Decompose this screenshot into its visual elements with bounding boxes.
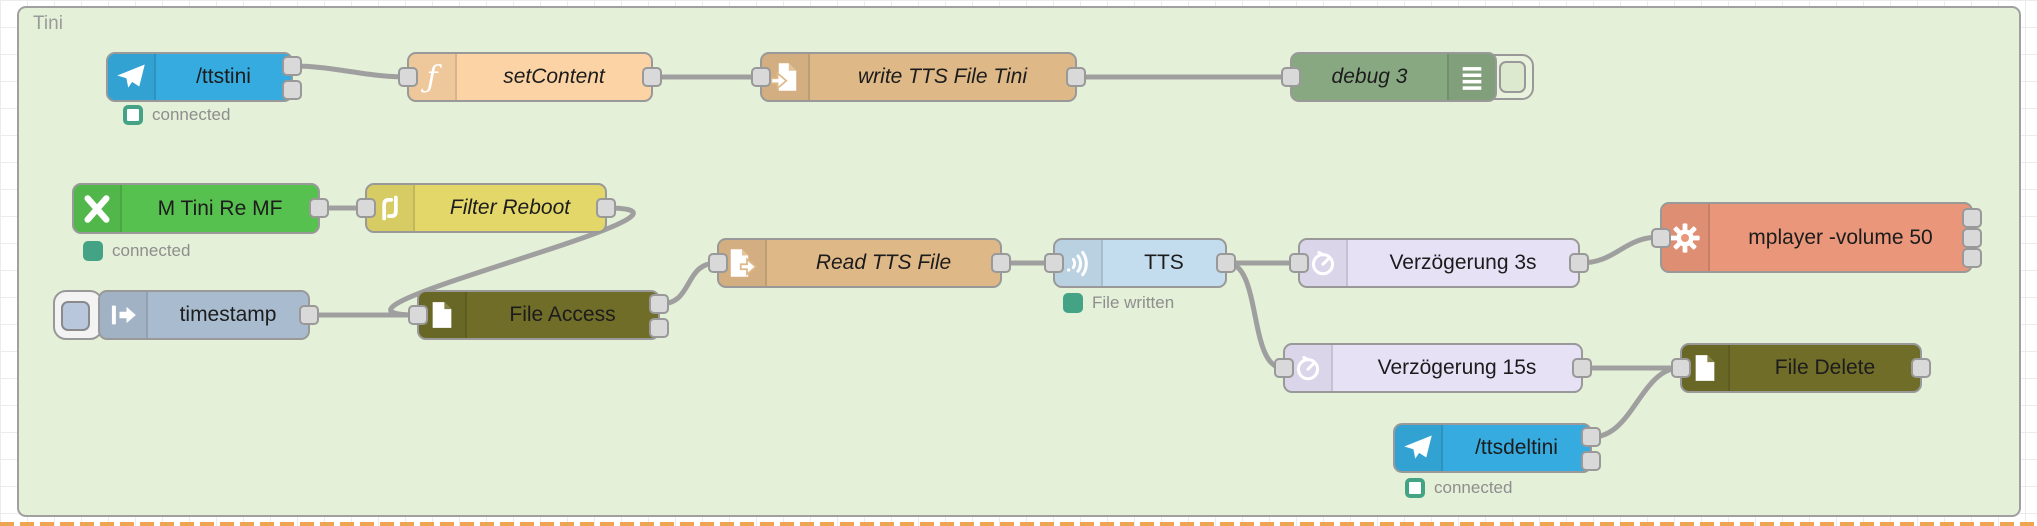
sound-waves-icon (1055, 240, 1103, 286)
status-ring-icon (123, 105, 143, 125)
output-port[interactable] (1911, 358, 1931, 378)
file-in-icon (762, 54, 810, 100)
node-ttstini[interactable]: /ttstini (106, 52, 302, 102)
status-dot-icon (1063, 293, 1083, 313)
node-label: debug 3 (1331, 65, 1408, 88)
node-label: timestamp (179, 303, 277, 326)
wire-verz3-mplayer (1577, 234, 1663, 266)
node-label: M Tini Re MF (157, 196, 283, 220)
input-port[interactable] (1289, 253, 1309, 273)
node-label: mplayer -volume 50 (1748, 225, 1933, 249)
wire-ttstini-setcontent (290, 63, 410, 80)
node-file-access[interactable]: File Access (408, 290, 669, 340)
node-label: /ttstini (196, 65, 251, 88)
status-ttsdeltini: connected (1405, 478, 1512, 498)
wire-fileaccess-readtts (657, 260, 720, 307)
status-ring-icon (1405, 478, 1425, 498)
output-port[interactable] (1581, 427, 1601, 447)
output-port[interactable] (1962, 228, 1982, 248)
output-port[interactable] (649, 294, 669, 314)
output-port[interactable] (299, 305, 319, 325)
input-port[interactable] (1671, 358, 1691, 378)
node-label: Filter Reboot (449, 196, 571, 219)
file-out-icon (719, 240, 767, 286)
input-port[interactable] (1281, 67, 1301, 87)
input-port[interactable] (751, 67, 771, 87)
input-port[interactable] (1044, 253, 1064, 273)
node-file-delete[interactable]: File Delete (1671, 343, 1931, 393)
group-boundary-divider (0, 522, 2037, 526)
output-port[interactable] (1572, 358, 1592, 378)
node-mtini[interactable]: M Tini Re MF (72, 183, 329, 234)
node-filter-reboot[interactable]: Filter Reboot (356, 183, 616, 233)
output-port[interactable] (1962, 208, 1982, 228)
node-verzoegerung-15s[interactable]: Verzögerung 15s (1274, 343, 1592, 393)
node-label: File Access (509, 303, 616, 326)
wire-filter-fileaccess (388, 205, 636, 318)
node-timestamp[interactable]: timestamp (98, 290, 319, 340)
node-verzoegerung-3s[interactable]: Verzögerung 3s (1289, 238, 1589, 288)
timer-icon (1300, 240, 1348, 286)
node-label: write TTS File Tini (858, 65, 1027, 88)
telegram-plane-icon (1395, 425, 1443, 471)
output-port[interactable] (642, 67, 662, 87)
output-port[interactable] (1216, 253, 1236, 273)
group-title: Tini (33, 13, 63, 34)
input-port[interactable] (1274, 358, 1294, 378)
output-port[interactable] (282, 80, 302, 100)
node-tts[interactable]: TTS (1044, 238, 1236, 288)
output-port[interactable] (596, 198, 616, 218)
output-port[interactable] (1581, 451, 1601, 471)
inject-button-inner[interactable] (61, 301, 90, 331)
output-port[interactable] (991, 253, 1011, 273)
output-port[interactable] (649, 318, 669, 338)
debug-toggle-inner[interactable] (1499, 61, 1526, 93)
debug-list-icon (1447, 54, 1495, 100)
node-label: setContent (503, 65, 605, 88)
node-label: TTS (1144, 251, 1184, 274)
node-debug3[interactable]: debug 3 (1281, 52, 1497, 102)
node-label: Verzögerung 3s (1389, 251, 1537, 274)
node-label: Read TTS File (815, 251, 952, 274)
node-label: /ttsdeltini (1475, 436, 1558, 459)
output-port[interactable] (1569, 253, 1589, 273)
output-port[interactable] (1962, 248, 1982, 268)
node-ttsdeltini[interactable]: /ttsdeltini (1393, 423, 1601, 473)
node-write-tts-file[interactable]: write TTS File Tini (751, 52, 1086, 102)
node-setcontent[interactable]: ƒ setContent (398, 52, 662, 102)
node-read-tts-file[interactable]: Read TTS File (708, 238, 1011, 288)
node-label: File Delete (1774, 356, 1876, 379)
status-dot-icon (83, 241, 103, 261)
output-port[interactable] (1066, 67, 1086, 87)
input-port[interactable] (1651, 228, 1671, 248)
telegram-plane-icon (108, 54, 156, 100)
input-port[interactable] (356, 198, 376, 218)
input-port[interactable] (398, 67, 418, 87)
input-port[interactable] (408, 305, 428, 325)
wire-tts-verz15 (1224, 260, 1286, 371)
status-mtini: connected (83, 241, 190, 261)
status-ttstini: connected (123, 105, 230, 125)
inject-arrow-icon (100, 292, 148, 338)
node-label: Verzögerung 15s (1377, 356, 1537, 379)
status-tts: File written (1063, 293, 1174, 313)
input-port[interactable] (708, 253, 728, 273)
x-logo-icon (74, 185, 122, 232)
output-port[interactable] (309, 198, 329, 218)
output-port[interactable] (282, 56, 302, 76)
wire-ttsdeltini-filedelete (1589, 365, 1683, 440)
node-mplayer[interactable]: mplayer -volume 50 (1651, 202, 1982, 273)
